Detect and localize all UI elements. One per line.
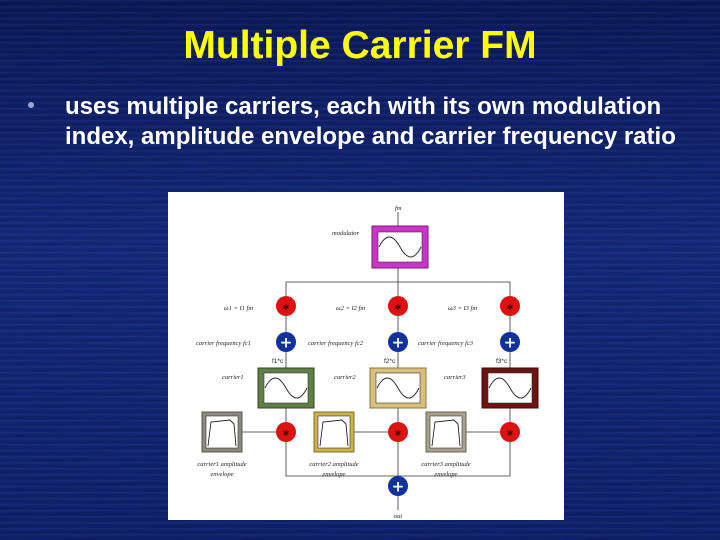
envelope-label-3-line-1: carrier3 amplitude (421, 461, 470, 468)
add-node-1: + (276, 332, 296, 352)
add-symbol: + (280, 334, 293, 352)
ratio-label-1: f1*c (272, 358, 284, 365)
carrier-oscillator-1 (257, 367, 315, 409)
envelope-label-3-line-2: envelope (434, 471, 457, 478)
add-symbol: + (392, 334, 405, 352)
output-add-node: + (388, 476, 408, 496)
carrier-oscillator-3 (481, 367, 539, 409)
bullet-dot-icon (28, 102, 34, 108)
index-label-2: ω2 = I2 fm (336, 305, 365, 312)
multiply-symbol: * (507, 302, 514, 316)
carrier-label-3: carrier3 (444, 374, 466, 381)
add-symbol: + (392, 478, 405, 496)
multiply-node-3: * (500, 296, 520, 316)
index-label-3: ω3 = I3 fm (448, 305, 477, 312)
envelope-multiply-node-2: * (388, 422, 408, 442)
fm-diagram-svg: fm modulator ω1 = I1 fm ω2 = I2 fm ω3 = … (196, 205, 539, 520)
modulator-label: modulator (332, 230, 360, 237)
multiply-symbol: * (395, 428, 402, 442)
envelope-multiply-node-3: * (500, 422, 520, 442)
index-label-1: ω1 = I1 fm (224, 305, 253, 312)
carrier-frequency-label-2: carrier frequency fc2 (308, 340, 364, 347)
envelope-multiply-node-1: * (276, 422, 296, 442)
multiply-symbol: * (395, 302, 402, 316)
add-symbol: + (504, 334, 517, 352)
envelope-generator-1 (201, 411, 243, 453)
carrier-oscillator-2 (369, 367, 427, 409)
fm-label: fm (395, 205, 402, 212)
output-label: out (394, 513, 403, 520)
ratio-label-3: f3*c (496, 358, 508, 365)
multiply-symbol: * (507, 428, 514, 442)
modulator-oscillator (371, 225, 429, 269)
multiply-node-1: * (276, 296, 296, 316)
ratio-label-2: f2*c (384, 358, 396, 365)
envelope-label-1-line-1: carrier1 amplitude (197, 461, 246, 468)
slide-title: Multiple Carrier FM (183, 24, 537, 67)
multiply-symbol: * (283, 302, 290, 316)
envelope-label-2-line-2: envelope (322, 471, 345, 478)
multiply-node-2: * (388, 296, 408, 316)
envelope-generator-3 (425, 411, 467, 453)
envelope-generator-2 (313, 411, 355, 453)
add-node-3: + (500, 332, 520, 352)
carrier-frequency-label-1: carrier frequency fc1 (196, 340, 251, 347)
bullet-text: uses multiple carriers, each with its ow… (65, 93, 676, 150)
envelope-label-2-line-1: carrier2 amplitude (309, 461, 358, 468)
carrier-frequency-label-3: carrier frequency fc3 (418, 340, 474, 347)
carrier-label-2: carrier2 (334, 374, 356, 381)
envelope-label-1-line-2: envelope (210, 471, 233, 478)
fm-diagram: fm modulator ω1 = I1 fm ω2 = I2 fm ω3 = … (168, 192, 564, 520)
carrier-label-1: carrier1 (222, 374, 244, 381)
add-node-2: + (388, 332, 408, 352)
multiply-symbol: * (283, 428, 290, 442)
